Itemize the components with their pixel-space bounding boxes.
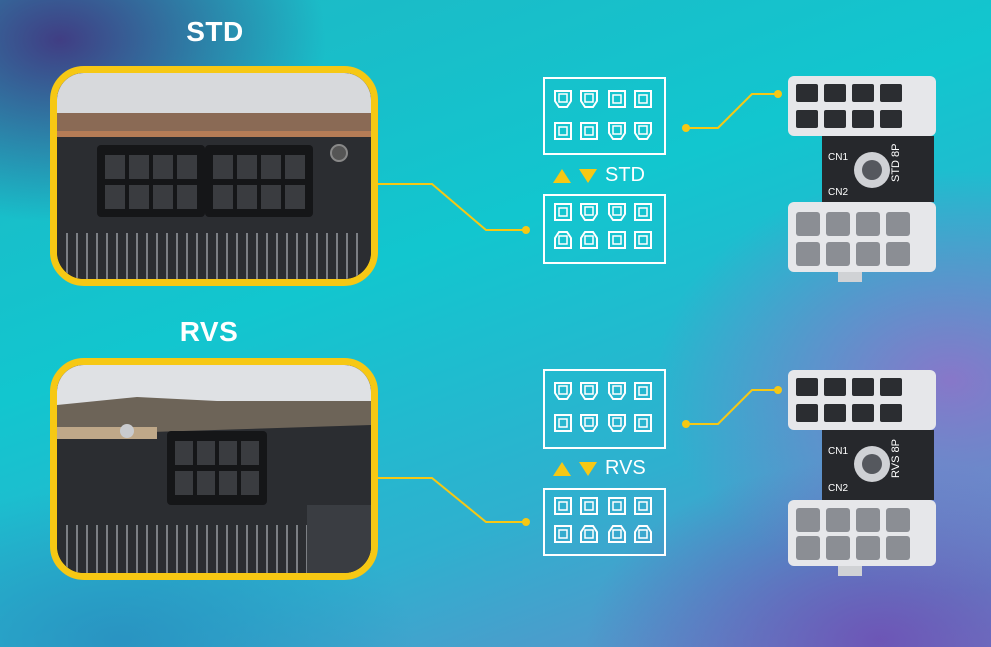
std-label: STD [605, 164, 645, 186]
rvs-adapter: CN1 CN2 RVS 8P [786, 366, 938, 576]
std-title: STD [186, 16, 244, 47]
rvs-pinout-top-icon [554, 382, 652, 432]
std-adapter: CN1 CN2 STD 8P [786, 72, 938, 282]
triangle-up-icon [553, 461, 571, 476]
std-cn1-label: CN1 [828, 152, 849, 163]
std-cn2-label: CN2 [828, 187, 849, 198]
rvs-label: RVS [605, 457, 646, 479]
std-pinout-bottom-icon [554, 203, 652, 249]
std-adapter-illustration [788, 76, 936, 282]
rvs-cn1-label: CN1 [828, 446, 849, 457]
std-pinout-top [543, 77, 666, 155]
rvs-cn2-label: CN2 [828, 483, 849, 494]
std-pinout-bottom [543, 194, 666, 264]
rvs-pinout-bottom [543, 488, 666, 556]
std-label-row: STD [553, 164, 645, 187]
triangle-down-icon [579, 461, 597, 476]
std-gpu-photo [50, 66, 378, 286]
rvs-gpu-photo [50, 358, 378, 580]
rvs-label-row: RVS [553, 457, 646, 480]
triangle-up-icon [553, 168, 571, 183]
std-pinout-top-icon [554, 90, 652, 140]
rvs-adapter-illustration [788, 370, 936, 576]
std-adapter-label: STD 8P [890, 143, 902, 182]
rvs-title: RVS [179, 316, 239, 347]
triangle-down-icon [579, 168, 597, 183]
rvs-pinout-bottom-icon [554, 497, 652, 543]
rvs-adapter-label: RVS 8P [890, 439, 902, 478]
rvs-pinout-top [543, 369, 666, 449]
